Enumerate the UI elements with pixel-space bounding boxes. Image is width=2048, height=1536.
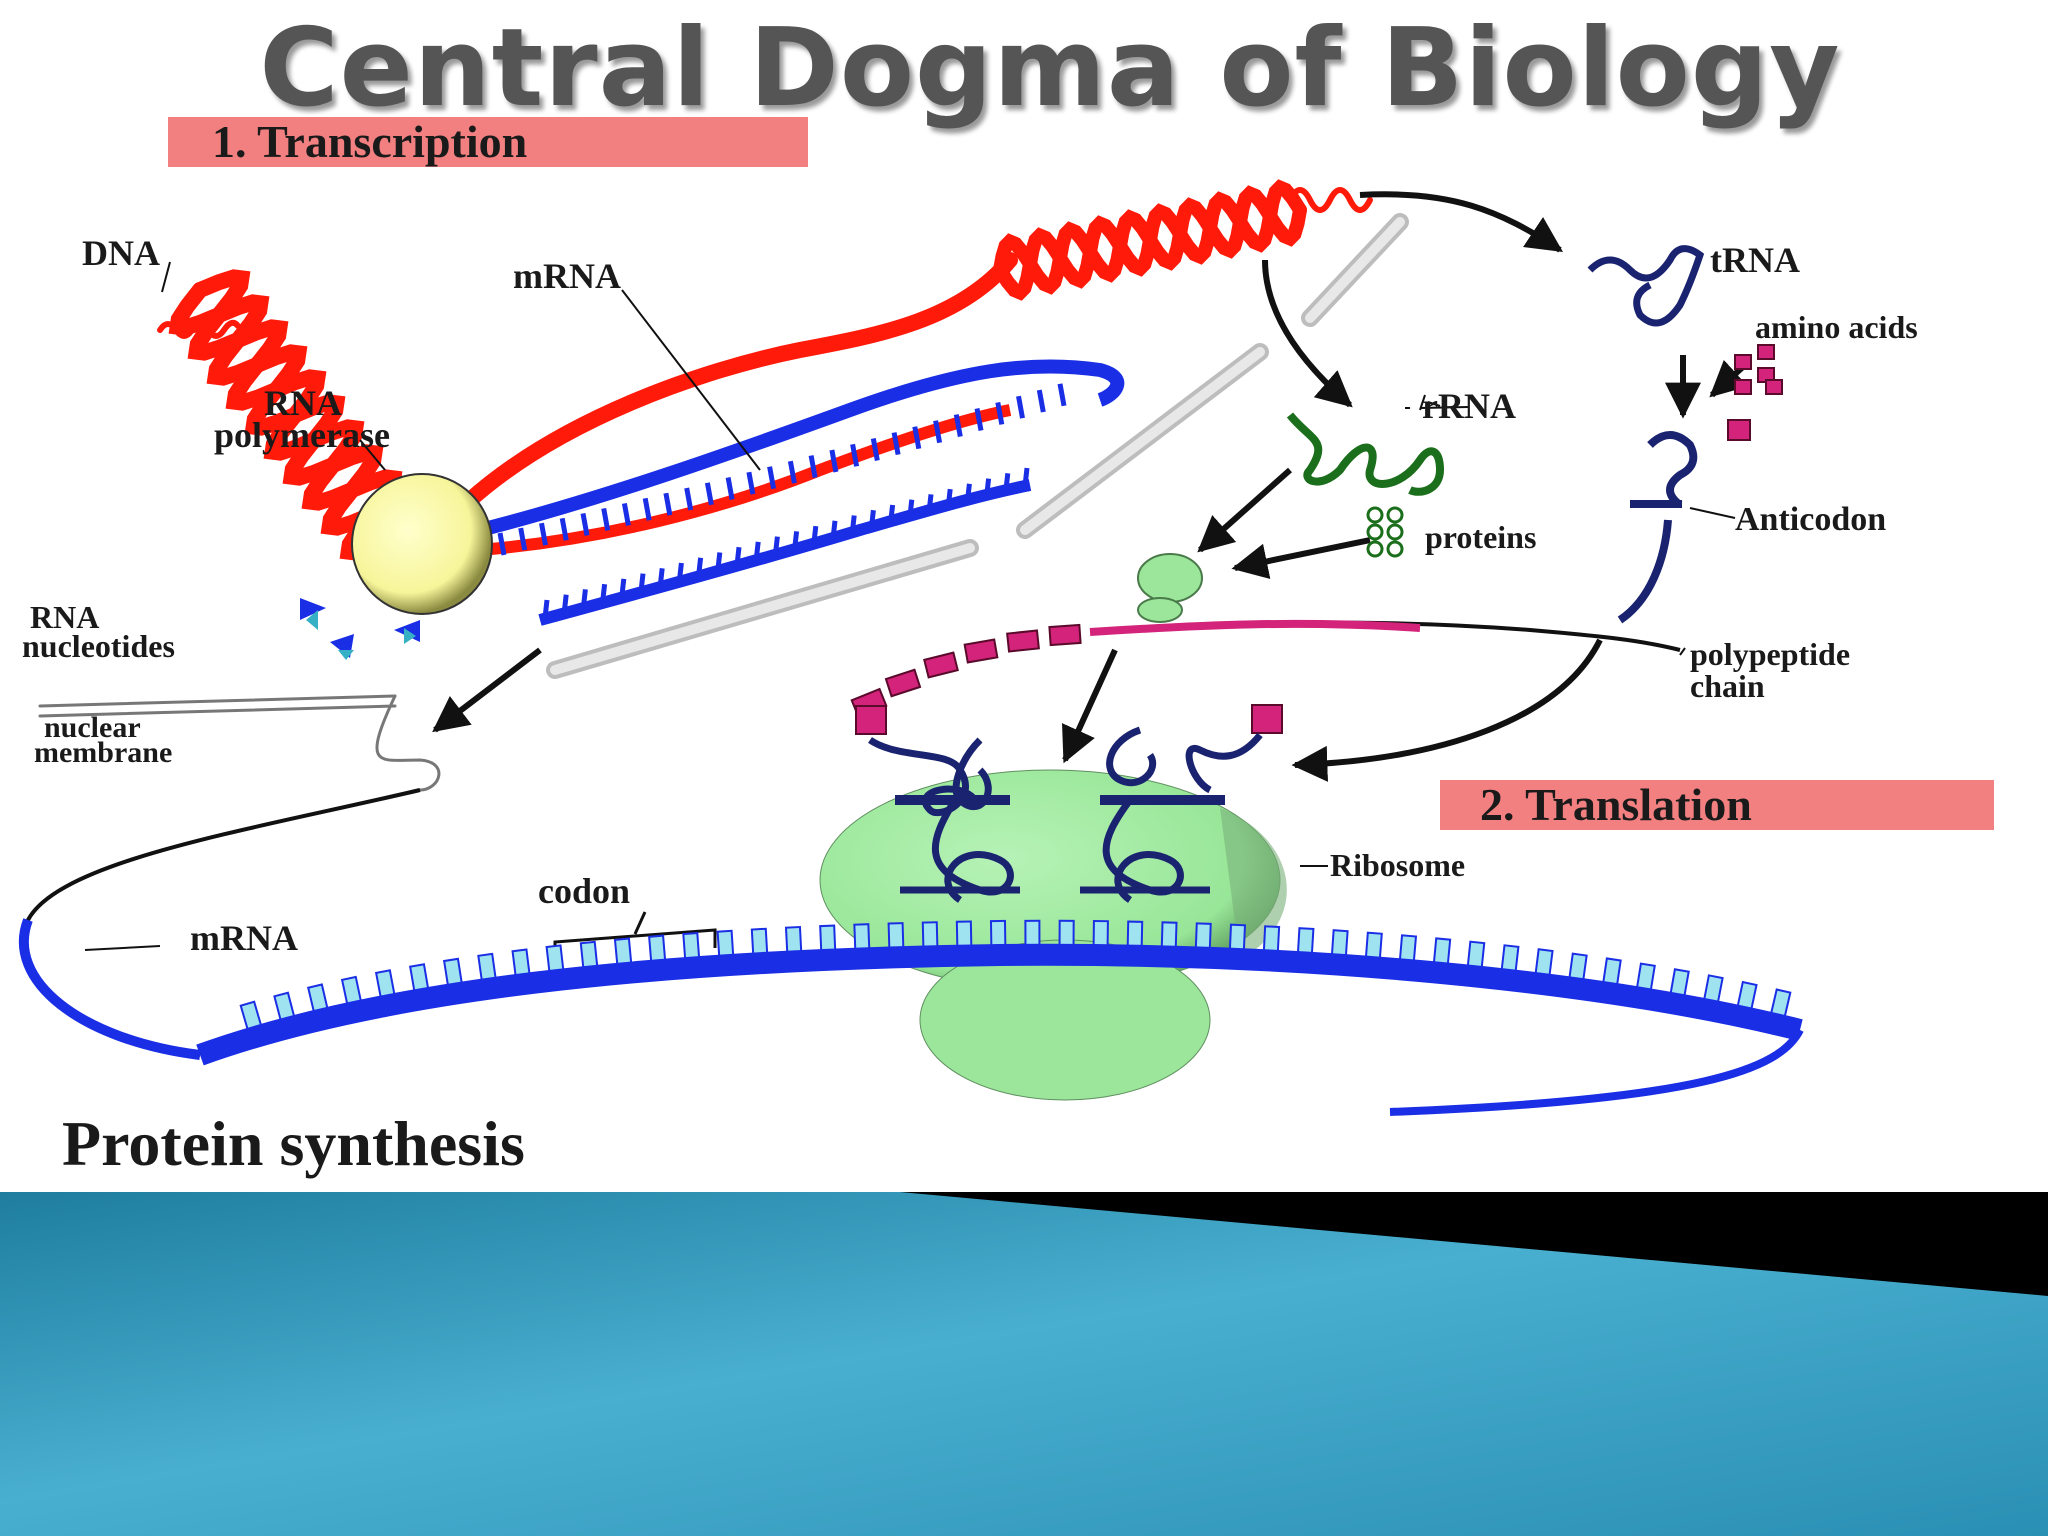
dna-template-strand bbox=[479, 404, 1012, 556]
polypeptide-label-1: polypeptide bbox=[1690, 636, 1850, 672]
proteins-icon bbox=[1366, 506, 1404, 558]
translation-text: 2. Translation bbox=[1480, 779, 1752, 830]
footer-band bbox=[0, 1192, 2048, 1536]
rrna-label: rRNA bbox=[1422, 386, 1516, 426]
transcription-box bbox=[168, 117, 808, 167]
footer-black-wedge bbox=[900, 1192, 2048, 1296]
process-arrows bbox=[432, 191, 1749, 782]
polypeptide-chain-icon bbox=[850, 623, 1283, 735]
translation-box bbox=[1440, 780, 1994, 830]
mrna-strip bbox=[196, 919, 1804, 1116]
ribosome-label: Ribosome bbox=[1330, 847, 1465, 883]
dna-label: DNA bbox=[82, 233, 160, 273]
transcription-text: 1. Transcription bbox=[212, 116, 527, 167]
nuclear-membrane-label-1: nuclear bbox=[44, 711, 141, 744]
trna-label: tRNA bbox=[1710, 240, 1800, 280]
mrna-bottom-label: mRNA bbox=[190, 918, 298, 958]
ribosome-subunit-icon bbox=[1137, 553, 1203, 603]
rna-polymerase-label-1: RNA bbox=[264, 383, 342, 423]
anticodon-trna-icon bbox=[1647, 431, 1698, 509]
amino-acids-icon bbox=[1727, 344, 1783, 441]
trna-icon bbox=[1587, 245, 1705, 327]
mrna-top-label: mRNA bbox=[513, 256, 621, 296]
polypeptide-label-2: chain bbox=[1690, 668, 1765, 704]
proteins-label: proteins bbox=[1425, 519, 1536, 555]
leader-lines bbox=[84, 261, 1736, 951]
rna-nucleotides-label-1: RNA bbox=[30, 599, 99, 635]
diagram-labels: DNA mRNA RNA polymerase RNA nucleotides … bbox=[22, 233, 1918, 1179]
slide-title: Central Dogma of Biology bbox=[259, 6, 1841, 131]
nuclear-membrane-label-2: membrane bbox=[34, 736, 172, 769]
rna-polymerase-icon bbox=[351, 473, 493, 615]
codon-label: codon bbox=[538, 871, 630, 911]
rna-polymerase-label-2: polymerase bbox=[214, 415, 390, 455]
rna-nucleotides-icon bbox=[300, 598, 420, 660]
rna-nucleotides-label-2: nucleotides bbox=[22, 628, 175, 664]
docked-trna-icons bbox=[868, 726, 1263, 903]
mrna-transcript bbox=[478, 359, 1125, 626]
transcription-section-label: 1. Transcription bbox=[168, 116, 808, 167]
amino-acids-label: amino acids bbox=[1755, 309, 1918, 345]
dna-helix bbox=[157, 179, 1373, 561]
rrna-icon bbox=[1286, 412, 1445, 496]
anticodon-label: Anticodon bbox=[1735, 501, 1886, 538]
nuclear-membrane bbox=[38, 213, 1409, 792]
diagram-caption: Protein synthesis bbox=[62, 1108, 525, 1179]
translation-section-label: 2. Translation bbox=[1440, 779, 1994, 830]
